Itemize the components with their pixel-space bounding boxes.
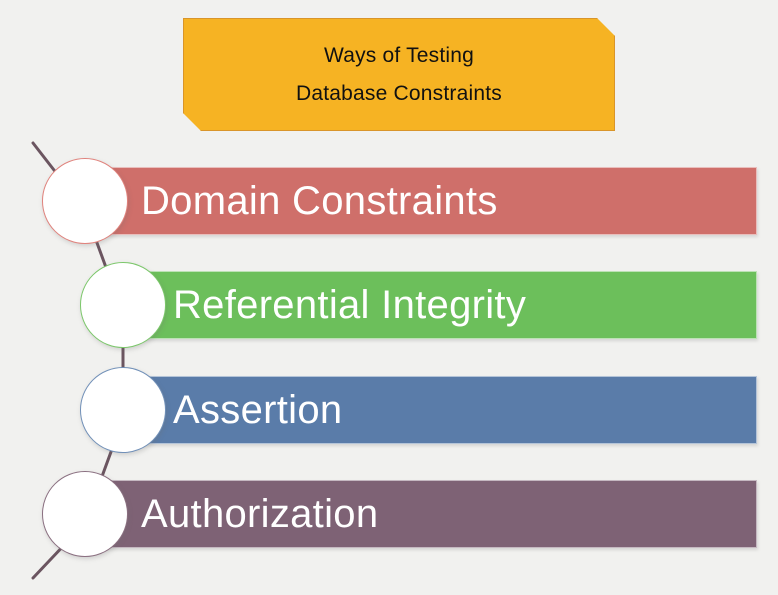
bar-label-assertion: Assertion	[173, 388, 343, 432]
node-circle-3[interactable]	[80, 367, 166, 453]
bar-authorization[interactable]: Authorization	[100, 480, 757, 548]
node-circle-2[interactable]	[80, 262, 166, 348]
node-circle-4[interactable]	[42, 471, 128, 557]
bar-assertion[interactable]: Assertion	[138, 376, 757, 444]
diagram-row-3: Assertion	[0, 367, 778, 453]
header-banner: Ways of Testing Database Constraints	[183, 18, 615, 131]
header-title-line-2: Database Constraints	[296, 81, 502, 105]
bar-label-referential-integrity: Referential Integrity	[173, 283, 527, 327]
diagram-row-2: Referential Integrity	[0, 262, 778, 348]
diagram-row-1: Domain Constraints	[0, 158, 778, 244]
bar-label-authorization: Authorization	[141, 492, 379, 536]
bar-label-domain-constraints: Domain Constraints	[141, 179, 498, 223]
bar-referential-integrity[interactable]: Referential Integrity	[138, 271, 757, 339]
node-circle-1[interactable]	[42, 158, 128, 244]
header-title-line-1: Ways of Testing	[323, 44, 475, 68]
diagram-row-4: Authorization	[0, 471, 778, 557]
bar-domain-constraints[interactable]: Domain Constraints	[100, 167, 757, 235]
